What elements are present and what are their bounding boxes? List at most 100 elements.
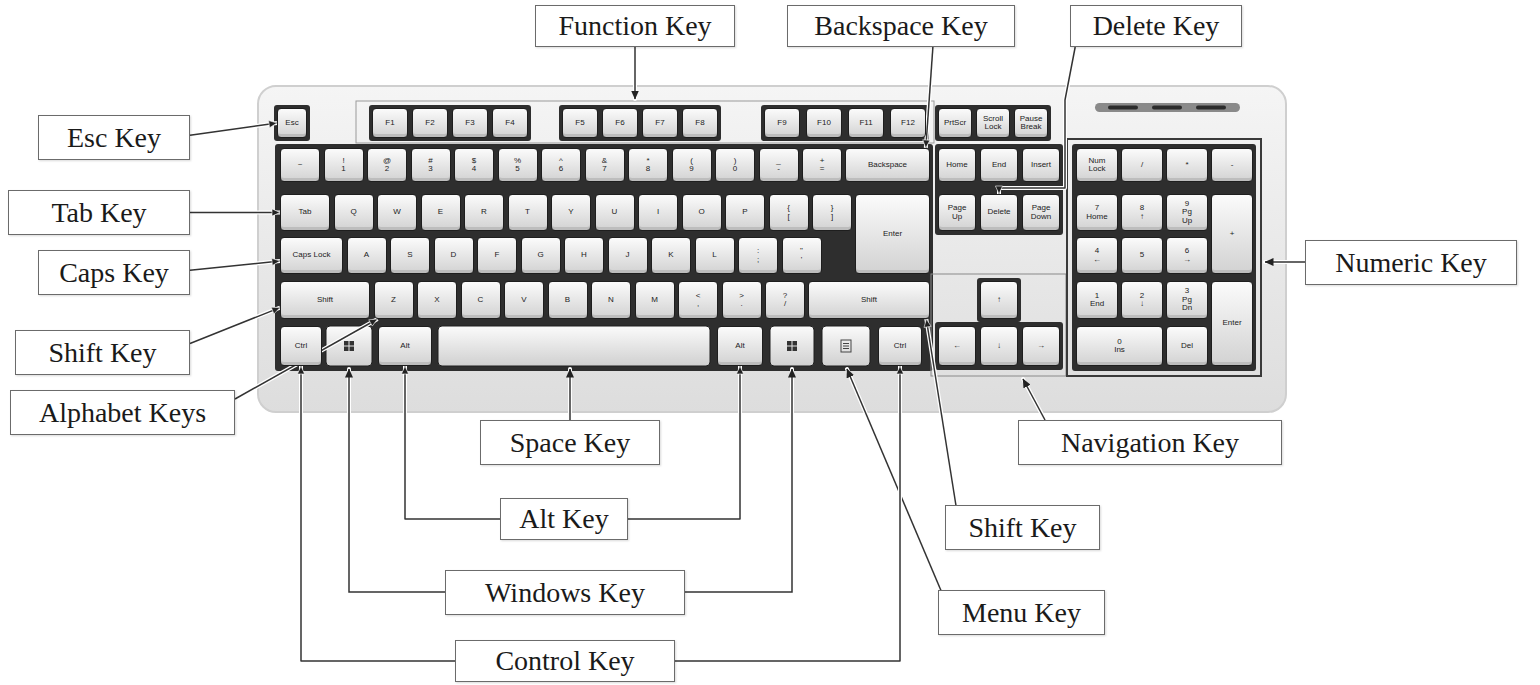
keyboard-key: & 7 [585, 148, 625, 182]
key-label: M [651, 296, 658, 304]
keyboard-key: Tab [280, 194, 330, 231]
keyboard-key: ! 1 [324, 148, 364, 182]
keyboard-key: A [347, 237, 387, 274]
key-label: Page Up [948, 204, 967, 221]
key-label: N [608, 296, 614, 304]
keyboard-key: ~ [280, 148, 320, 182]
arrow-head [269, 121, 277, 128]
keyboard-key: Shift [808, 281, 930, 319]
leader-halo [235, 319, 378, 399]
key-label: Delete [987, 208, 1010, 216]
callout-label: Alphabet Keys [39, 397, 206, 429]
key-label: R [481, 208, 487, 216]
callout-box: Windows Key [445, 570, 685, 615]
key-label: Enter [1222, 319, 1241, 327]
key-label: G [537, 251, 543, 259]
leader-halo [190, 123, 277, 135]
key-label: Scroll Lock [983, 115, 1003, 132]
key-label: Alt [735, 342, 744, 350]
leader-stroke [190, 123, 277, 135]
keyboard-key: ↓ [980, 326, 1018, 366]
keyboard-key: Pause Break [1014, 108, 1048, 138]
key-label: F6 [615, 119, 624, 127]
keyboard-key: 0 Ins [1076, 326, 1163, 366]
arrow-head [401, 366, 408, 374]
menu-icon [841, 340, 851, 352]
key-label: F4 [505, 119, 514, 127]
key-label: T [525, 208, 530, 216]
key-label: 2 ↓ [1140, 292, 1144, 309]
keyboard-key: F8 [682, 108, 718, 138]
callout-label: Control Key [495, 645, 634, 677]
key-label: F9 [777, 119, 786, 127]
keyboard-key: ) 0 [715, 148, 755, 182]
keyboard-key: → [1022, 326, 1060, 366]
key-label: Insert [1031, 161, 1051, 169]
key-label: : ; [757, 247, 759, 264]
keyboard-key: Del [1166, 326, 1208, 366]
keyboard-key: D [434, 237, 474, 274]
keyboard-key: F4 [492, 108, 528, 138]
key-label: 8 ↑ [1140, 204, 1144, 221]
keyboard-key: F12 [890, 108, 926, 138]
key-label: ? / [783, 292, 787, 309]
key-label: Ctrl [894, 342, 906, 350]
leader-halo [190, 308, 280, 344]
arrow-head [896, 366, 903, 374]
leader-halo [349, 47, 1305, 600]
key-label: 9 Pg Up [1182, 200, 1192, 225]
keyboard-key: * 8 [628, 148, 668, 182]
keyboard-key: Page Down [1022, 194, 1060, 231]
keyboard-key: # 3 [411, 148, 451, 182]
keyboard-key: Insert [1022, 148, 1060, 182]
keyboard-key: R [464, 194, 504, 231]
leader-line [235, 319, 378, 399]
key-label: Ctrl [295, 342, 307, 350]
keyboard-key: Ctrl [280, 326, 322, 366]
keyboard-key: Caps Lock [280, 237, 343, 274]
keyboard-key: F2 [412, 108, 448, 138]
key-label: F3 [465, 119, 474, 127]
keyboard-key: ? / [765, 281, 805, 319]
numeric-frame [1067, 139, 1261, 376]
keyboard-key: ( 9 [672, 148, 712, 182]
arrow-head [995, 186, 1002, 194]
keyboard-key: W [377, 194, 417, 231]
arrow-head [369, 319, 378, 326]
callout-label: Delete Key [1093, 10, 1220, 42]
key-label: F2 [425, 119, 434, 127]
keyboard-key: > . [722, 281, 762, 319]
key-panel [935, 105, 1051, 141]
keyboard-key: F3 [452, 108, 488, 138]
callout-box: Alt Key [500, 498, 628, 540]
key-label: Del [1181, 342, 1193, 350]
keyboard-key: { [ [769, 194, 809, 231]
keyboard-key: Esc [277, 108, 307, 138]
key-label: 4 ← [1093, 247, 1101, 264]
callout-label: Shift Key [968, 512, 1076, 544]
keyboard-key: Shift [280, 281, 370, 319]
callout-label: Tab Key [51, 197, 146, 229]
keyboard-body [258, 86, 1286, 412]
callout-label: Numeric Key [1335, 247, 1487, 279]
keyboard-key: 4 ← [1076, 237, 1118, 274]
key-label: + [1230, 230, 1235, 238]
key-label: C [478, 296, 484, 304]
arrow-head [272, 209, 280, 216]
keyboard-key: End [980, 148, 1018, 182]
key-label: A [364, 251, 369, 259]
key-label: L [712, 251, 716, 259]
keyboard-key: @ 2 [367, 148, 407, 182]
keyboard-key: F11 [848, 108, 884, 138]
key-label: K [668, 251, 673, 259]
function-key-frame [356, 101, 934, 143]
callout-box: Menu Key [938, 590, 1105, 635]
keyboard-key: J [608, 237, 648, 274]
key-label: Shift [317, 296, 333, 304]
windows-logo [787, 341, 797, 351]
keyboard-key: 6 → [1166, 237, 1208, 274]
key-label: % 5 [514, 157, 521, 174]
keyboard-key: " ' [782, 237, 822, 274]
keyboard-key: F9 [764, 108, 800, 138]
